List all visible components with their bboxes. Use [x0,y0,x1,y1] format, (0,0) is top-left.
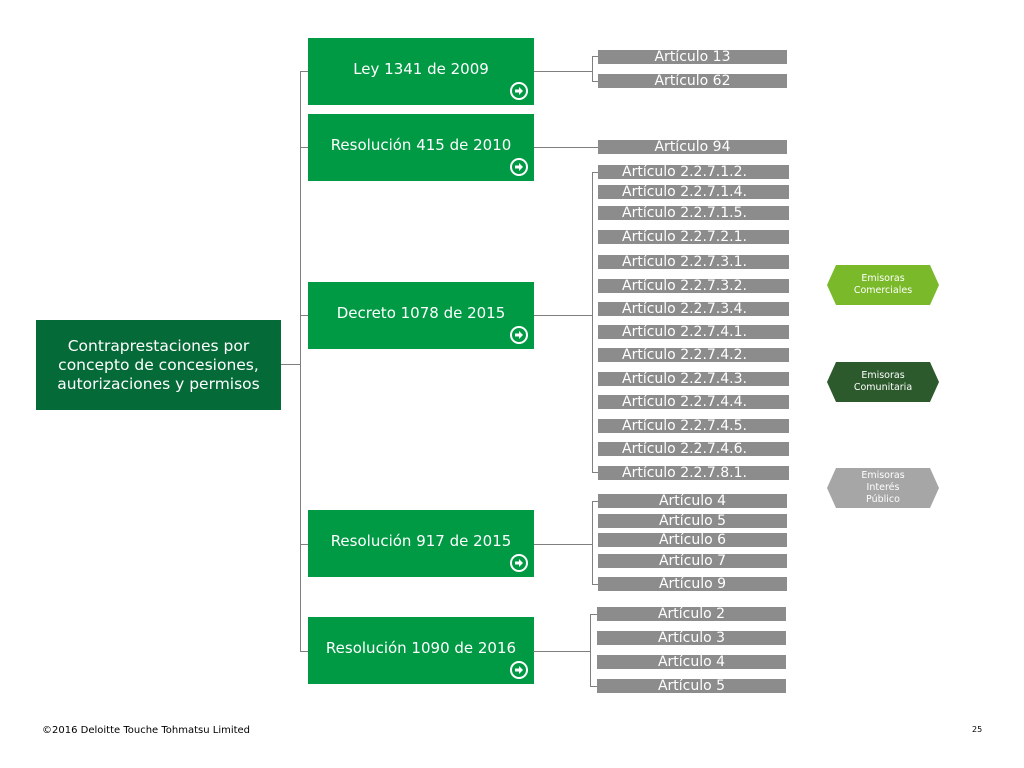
root-line-2: concepto de concesiones, [58,355,259,374]
norm-label: Ley 1341 de 2009 [353,59,489,78]
connector [592,472,598,473]
article-label: Artículo 2.2.7.3.2. [622,278,747,294]
arrow-circle-icon[interactable] [510,158,528,176]
legend-label: Interés [866,482,900,493]
article-bar: Artículo 2.2.7.1.5. [598,206,789,220]
article-bar: Artículo 2.2.7.4.1. [598,325,789,339]
connector [534,71,592,72]
article-bar: Artículo 2.2.7.4.3. [598,372,789,386]
connector [592,56,598,57]
connector [533,651,590,652]
connector [592,172,593,473]
article-bar: Artículo 3 [597,631,786,645]
article-label: Artículo 2.2.7.4.3. [622,371,747,387]
connector [281,364,301,365]
connector [592,81,598,82]
connector [592,501,593,585]
article-bar: Artículo 4 [598,494,787,508]
article-bar: Artículo 5 [598,514,787,528]
article-bar: Artículo 7 [598,554,787,568]
norm-label: Resolución 1090 de 2016 [325,638,517,657]
article-label: Artículo 2.2.7.3.1. [622,254,747,270]
page-number: 25 [972,725,983,734]
connector [300,315,308,316]
article-label: Artículo 2.2.7.3.4. [622,301,747,317]
article-bar: Artículo 62 [598,74,787,88]
connector [534,544,592,545]
norm-box-res-917[interactable]: Resolución 917 de 2015 [308,510,534,577]
article-label: Artículo 2.2.7.4.6. [622,441,747,457]
legend-label: Comerciales [853,285,913,296]
arrow-circle-icon[interactable] [510,82,528,100]
article-bar: Artículo 2.2.7.1.4. [598,185,789,199]
article-label: Artículo 2.2.7.2.1. [622,229,747,245]
arrow-circle-icon[interactable] [510,661,528,679]
arrow-circle-icon[interactable] [510,554,528,572]
connector [592,56,593,82]
norm-box-res-1090[interactable]: Resolución 1090 de 2016 [308,617,534,684]
article-bar: Artículo 2.2.7.8.1. [598,466,789,480]
article-bar: Artículo 2 [597,607,786,621]
article-bar: Artículo 94 [598,140,787,154]
legend-label: Emisoras [861,273,905,284]
connector [590,614,597,615]
article-label: Artículo 2.2.7.1.2. [622,164,747,180]
connector [300,71,301,652]
article-label: Artículo 2.2.7.4.2. [622,347,747,363]
root-node: Contraprestaciones por concepto de conce… [36,320,281,410]
footer-copyright: ©2016 Deloitte Touche Tohmatsu Limited [42,725,251,736]
article-bar: Artículo 13 [598,50,787,64]
article-bar: Artículo 4 [597,655,786,669]
connector [300,147,308,148]
connector [592,584,598,585]
article-bar: Artículo 5 [597,679,786,693]
article-bar: Artículo 9 [598,577,787,591]
article-bar: Artículo 2.2.7.2.1. [598,230,789,244]
article-label: Artículo 2.2.7.1.5. [622,205,747,221]
norm-box-res-415[interactable]: Resolución 415 de 2010 [308,114,534,181]
article-bar: Artículo 2.2.7.3.1. [598,255,789,269]
legend-label: Público [866,494,900,505]
legend-label: Comunitaria [853,382,913,393]
connector [590,686,597,687]
legend-label: Emisoras [861,470,905,481]
connector [300,544,308,545]
article-label: Artículo 2.2.7.4.5. [622,418,747,434]
connector [300,651,308,652]
article-label: Artículo 2.2.7.4.4. [622,394,747,410]
connector [592,501,598,502]
root-line-3: autorizaciones y permisos [57,374,260,393]
norm-box-dec-1078[interactable]: Decreto 1078 de 2015 [308,282,534,349]
norm-box-ley-1341[interactable]: Ley 1341 de 2009 [308,38,534,105]
norm-label: Resolución 415 de 2010 [330,135,512,154]
root-line-1: Contraprestaciones por [67,336,250,355]
norm-label: Resolución 917 de 2015 [330,531,512,550]
article-bar: Artículo 2.2.7.1.2. [598,165,789,179]
article-label: Artículo 2.2.7.4.1. [622,324,747,340]
article-bar: Artículo 2.2.7.4.2. [598,348,789,362]
arrow-circle-icon[interactable] [510,326,528,344]
article-bar: Artículo 2.2.7.4.5. [598,419,789,433]
norm-label: Decreto 1078 de 2015 [336,303,506,322]
connector [590,614,591,687]
connector [534,315,592,316]
article-label: Artículo 2.2.7.8.1. [622,465,747,481]
article-bar: Artículo 2.2.7.3.2. [598,279,789,293]
article-bar: Artículo 2.2.7.4.4. [598,395,789,409]
article-bar: Artículo 6 [598,533,787,547]
article-label: Artículo 2.2.7.1.4. [622,184,747,200]
connector [534,147,598,148]
connector [592,172,598,173]
connector [300,71,308,72]
legend-label: Emisoras [861,370,905,381]
article-bar: Artículo 2.2.7.4.6. [598,442,789,456]
article-bar: Artículo 2.2.7.3.4. [598,302,789,316]
